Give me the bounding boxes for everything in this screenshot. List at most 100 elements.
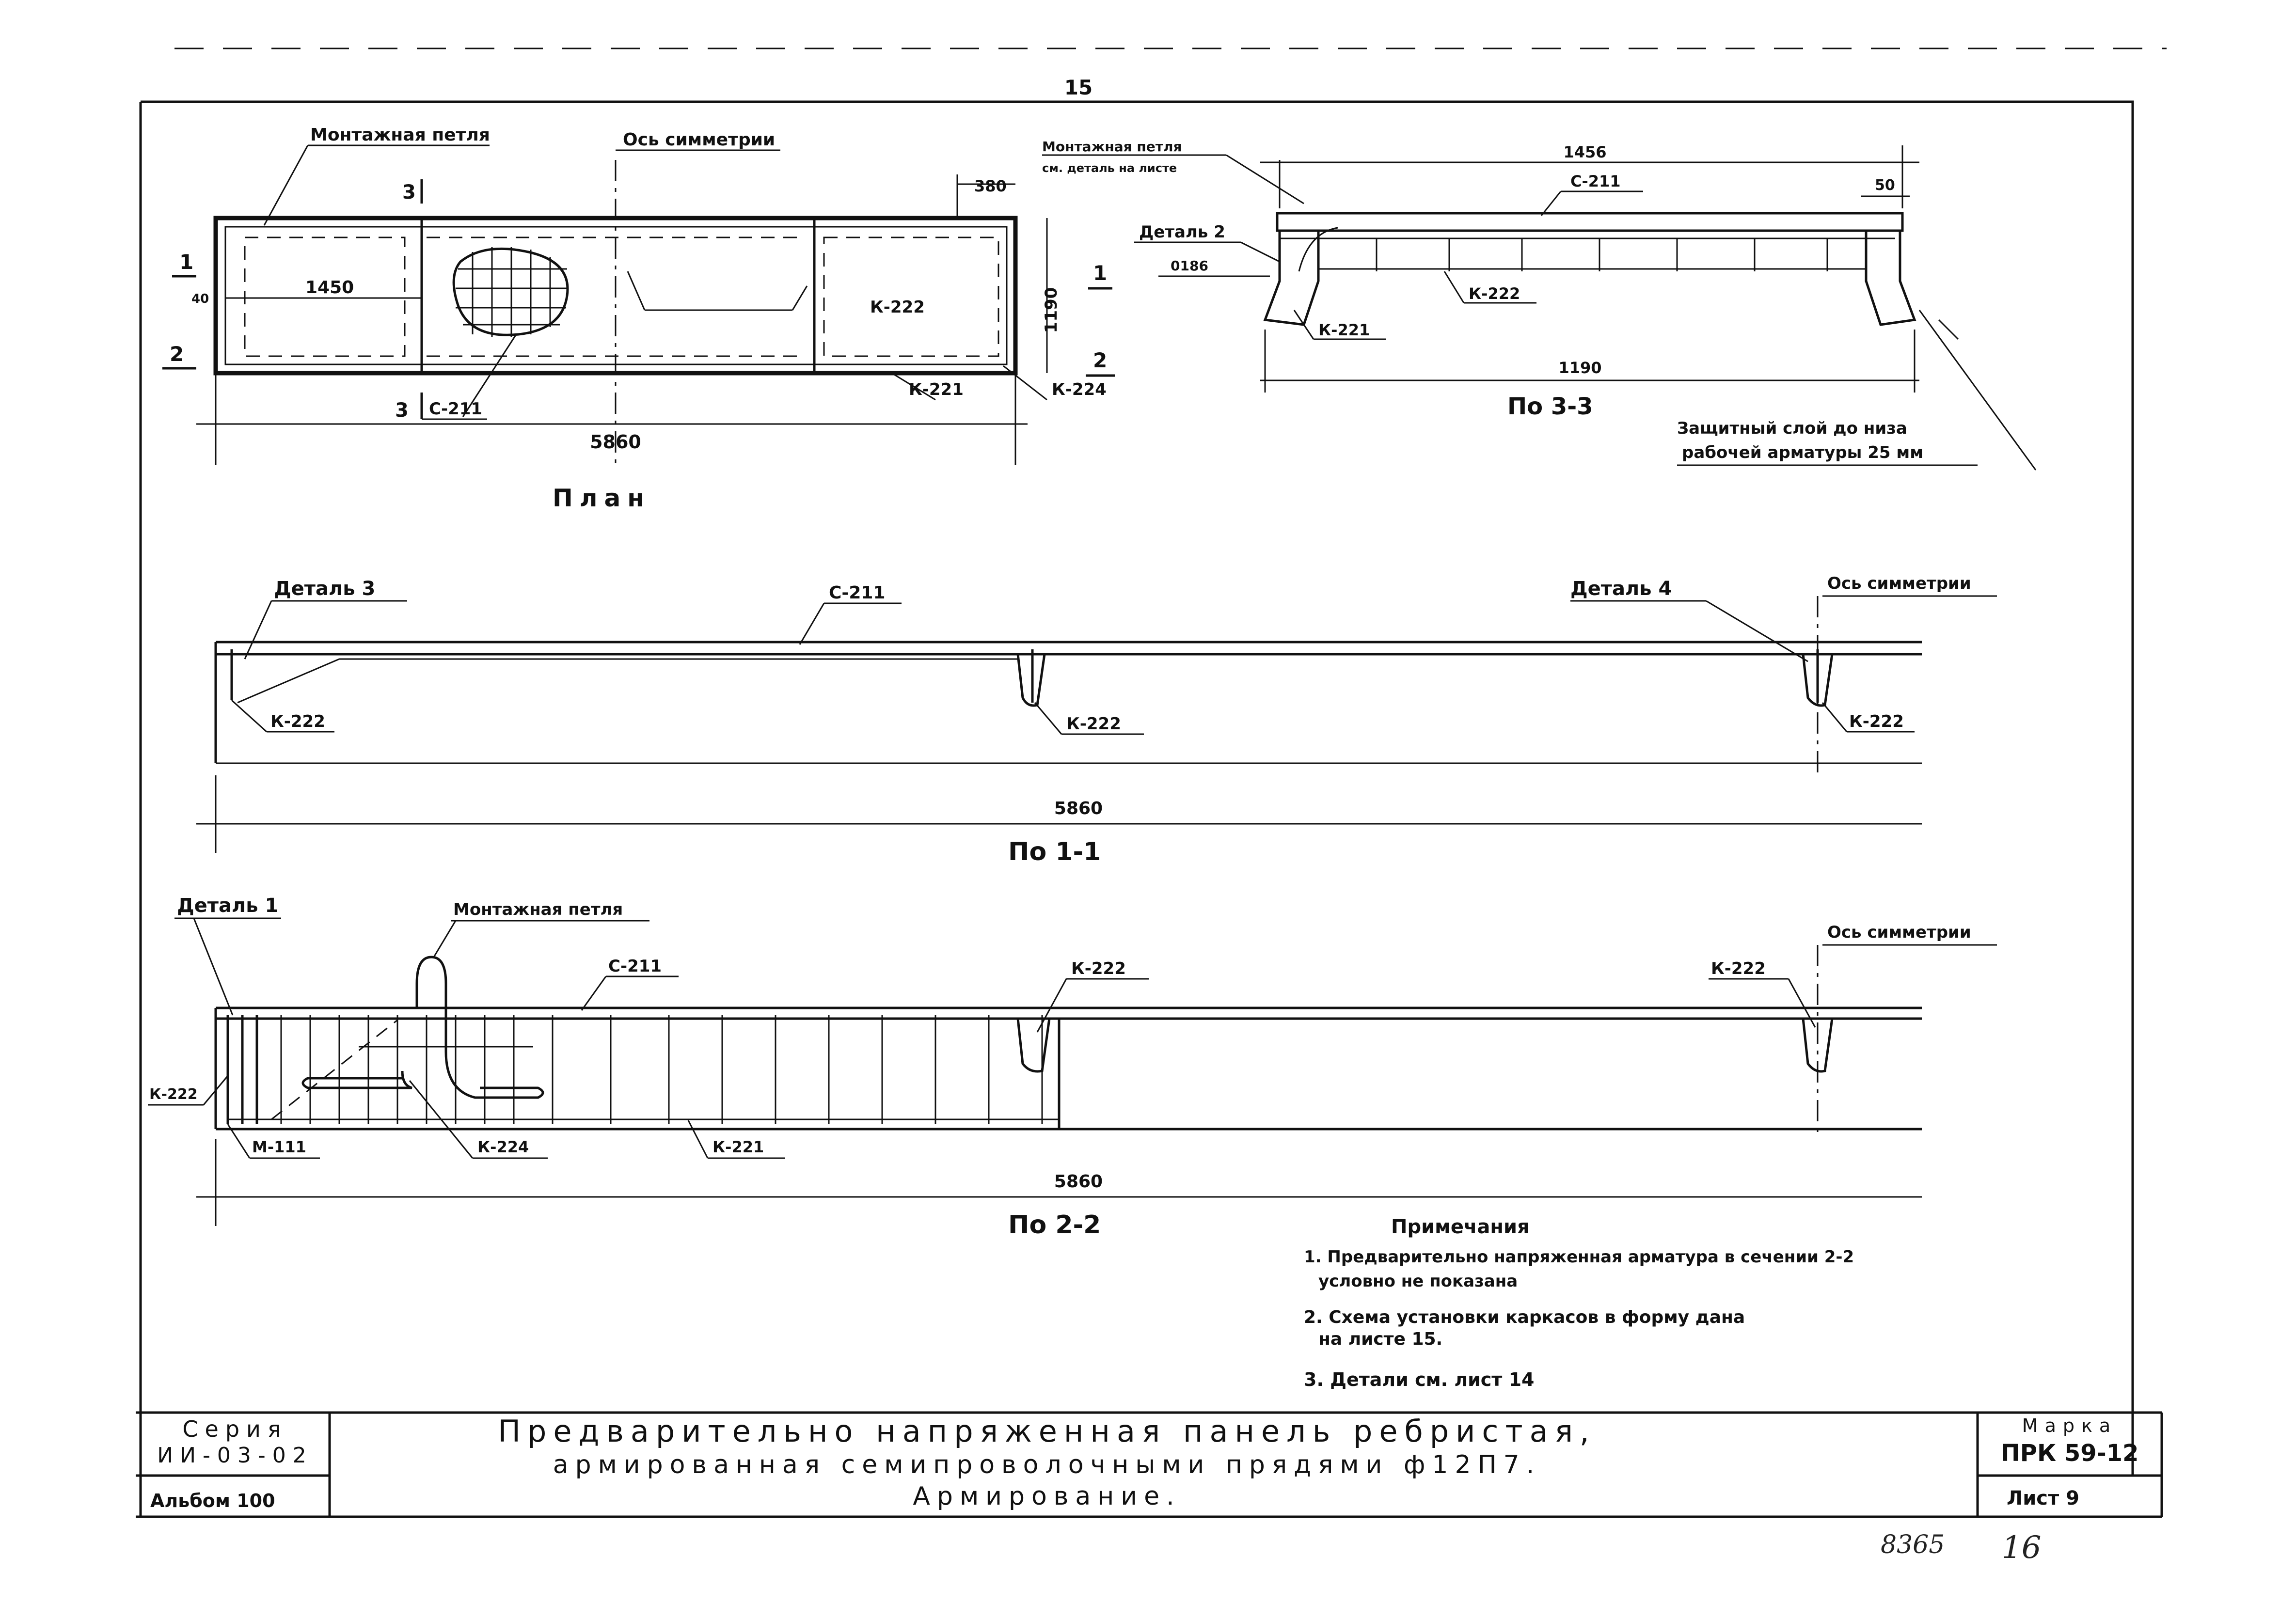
s22-k221-leader [687,1120,709,1159]
tb-series-label: Серия [182,1416,287,1442]
plan-loop-leader [263,145,309,226]
s33-mark-k222: К-222 [1469,284,1520,303]
s22-m111: М-111 [252,1138,306,1156]
corner-number-2: 16 [2002,1530,2041,1566]
s22-loop-leader [433,920,457,958]
s33-note-tick [1938,319,1959,340]
s11-c211: С-211 [829,583,886,603]
tb-mark-value: ПРК 59-12 [2001,1440,2139,1467]
s33-k222-leader [1443,271,1465,303]
s33-loop-leader [1226,154,1304,204]
tb-album: Альбом 100 [150,1490,275,1511]
tb-sheet: Лист 9 [2007,1487,2079,1509]
plan-k221-leader [891,372,936,401]
notes-heading: Примечания [1391,1216,1530,1238]
s11-dim-5860: 5860 [1054,799,1103,818]
s33-detail2: Деталь 2 [1139,222,1225,242]
s11-axis: Ось симметрии [1827,574,1971,593]
s33-mark-c211: С-211 [1570,172,1621,190]
notes-block: Примечания 1. Предварительно напряженная… [1304,1216,1854,1390]
sec1-right: 1 [1093,261,1107,285]
page-number: 15 [1064,76,1093,99]
s33-stirrups [1376,238,1828,271]
plan-title: План [553,484,651,512]
s33-note-leader [1918,310,2037,471]
s22-k221: К-221 [713,1138,764,1156]
title-block: Серия ИИ-03-02 Альбом 100 Предварительно… [136,1411,2163,1518]
s33-c211-leader [1540,191,1562,216]
sec1-left: 1 [179,250,193,274]
tb-title-line-3: Армирование. [913,1482,1181,1511]
s33-rib-right [1865,231,1916,326]
plan-view: Ось симметрии Монтажная петля 1 40 2 1 2… [162,125,1115,512]
sec3-top: 3 [402,181,416,204]
note-2-line-1: 2. Схема установки каркасов в форму дана [1304,1307,1745,1327]
s22-loop: Монтажная петля [453,900,623,919]
s11-detail3-leader [244,600,272,660]
tb-title-line-1: Предварительно напряженная панель ребрис… [498,1414,1596,1449]
s22-title: По 2-2 [1008,1210,1101,1240]
s33-mark-k221: К-221 [1318,321,1370,339]
plan-loop-label: Монтажная петля [310,125,490,145]
tb-series-value: ИИ-03-02 [157,1443,313,1468]
note-3: 3. Детали см. лист 14 [1304,1369,1534,1390]
s33-dim-50: 50 [1875,177,1895,194]
s11-k222b-leader [1034,702,1062,735]
plan-cage-right [823,236,999,357]
s33-detail2-leader [1240,241,1280,263]
s22-rib-mid [1016,1018,1051,1073]
corner-number: 8365 [1881,1530,1945,1559]
s11-title: По 1-1 [1008,837,1101,866]
sec3-bottom: 3 [395,399,409,422]
s33-note-2: рабочей арматуры 25 мм [1682,443,1923,462]
s22-k222-a: К-222 [1071,959,1126,978]
plan-mark-k224: К-224 [1052,380,1107,399]
s11-detail4: Деталь 4 [1570,578,1672,600]
plan-cage-left [244,236,406,357]
sec2-left: 2 [170,342,184,366]
s22-diagonal [271,1019,398,1120]
s22-k224: К-224 [477,1138,529,1156]
s33-loop-ref: см. деталь на листе [1042,161,1177,175]
s11-k222-b: К-222 [1066,714,1121,734]
note-1-line-1: 1. Предварительно напряженная арматура в… [1304,1247,1854,1267]
s22-c211: С-211 [608,957,662,976]
s22-rib-right [1802,1018,1834,1073]
s33-k221-leader [1293,310,1314,340]
s33-dim-1456: 1456 [1563,143,1606,161]
s11-c211-leader [799,603,825,645]
s22-detail1-leader [193,918,234,1016]
plan-axis-label: Ось симметрии [623,130,775,150]
plan-dim-1190: 1190 [1042,287,1061,333]
note-2-line-2: на листе 15. [1318,1329,1442,1349]
plan-dim-1450: 1450 [305,278,354,298]
plan-mark-c211: С-211 [429,399,482,419]
s33-loop-curve [1298,227,1338,272]
s22-k222a-leader [1036,978,1067,1033]
note-1-line-2: условно не показана [1318,1272,1518,1291]
s22-axis: Ось симметрии [1827,923,1971,942]
s22-m111-leader [227,1124,251,1159]
section-11: Ось симметрии Деталь 3 С-211 Деталь 4 К-… [196,574,1997,866]
plan-c211-leader [462,334,517,417]
plan-k224-leader [1003,365,1047,401]
s22-k222-left: К-222 [149,1086,198,1103]
s22-dim-5860: 5860 [1054,1172,1103,1192]
s22-loop-foot [301,1070,412,1089]
s22-k222b-leader [1788,978,1816,1028]
tb-title-line-2: армированная семипроволочными прядями ф1… [553,1450,1541,1479]
s22-detail1: Деталь 1 [177,895,278,917]
s22-c211-leader [581,976,607,1011]
s11-k222-a: К-222 [270,712,325,731]
s11-detail3: Деталь 3 [274,578,375,600]
s11-bent-bar [237,658,1018,704]
s22-k222left-leader [203,1075,229,1105]
s11-k222-c: К-222 [1849,712,1904,731]
tb-mark-label: Марка [2022,1415,2117,1436]
s22-k222-b: К-222 [1711,959,1766,978]
section-22: Ось симметрии Деталь 1 Монтажная петля С… [148,895,1997,1240]
s33-dim-1190: 1190 [1558,359,1601,377]
s33-note-1: Защитный слой до низа [1677,419,1907,438]
mesh-detail [452,247,569,337]
